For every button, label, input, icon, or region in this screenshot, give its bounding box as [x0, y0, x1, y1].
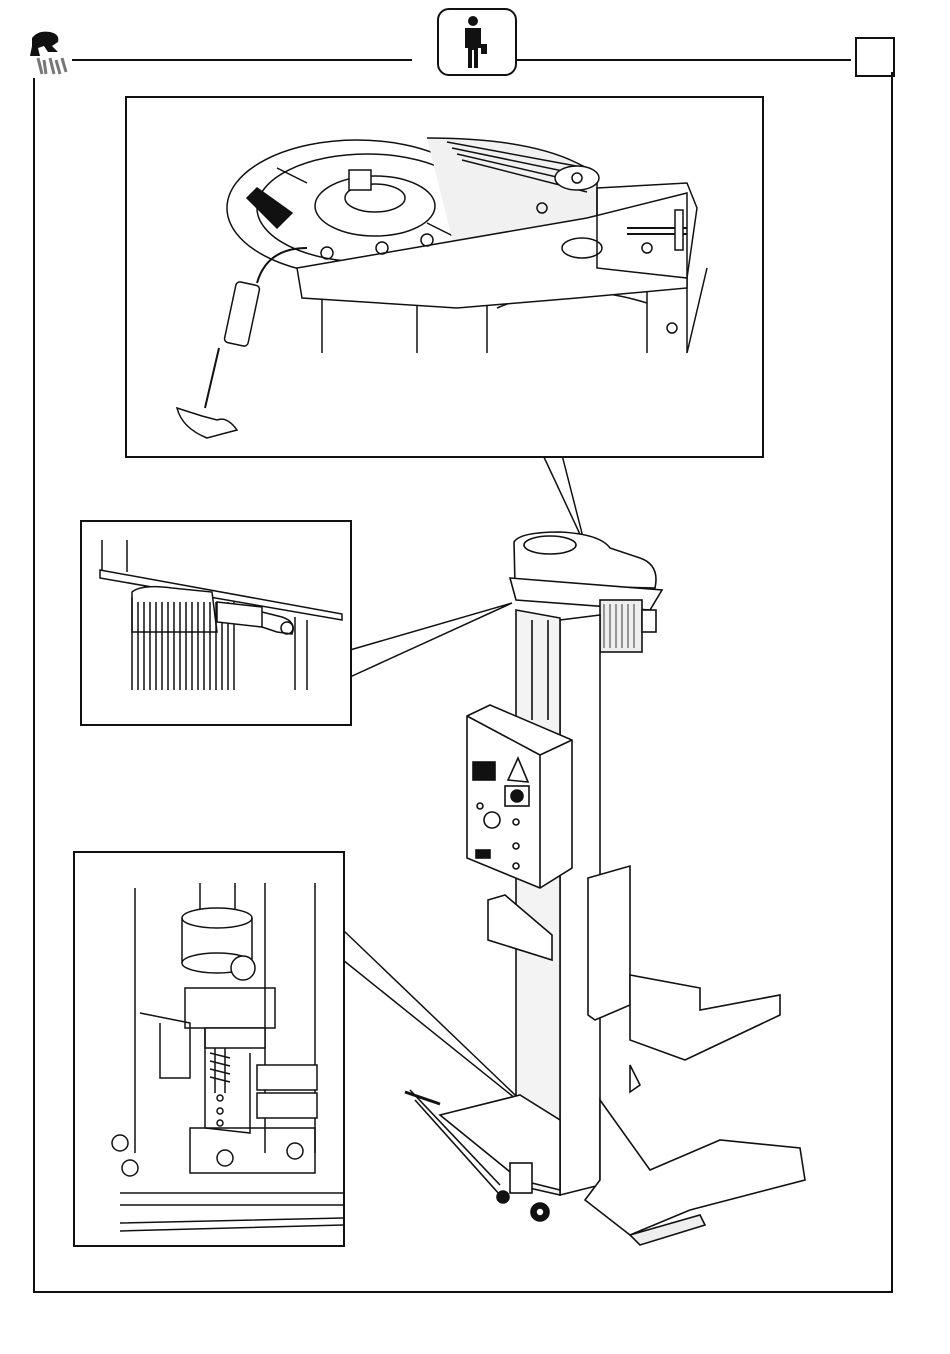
- callout-bottom-leader: [343, 930, 536, 1115]
- lift-column: [405, 532, 805, 1245]
- limit-switch-top-detail-icon: [82, 522, 350, 724]
- detail-figure-left: [80, 520, 352, 726]
- detail-figure-bottom: [73, 851, 345, 1247]
- detail-figure-top: [125, 96, 764, 458]
- limit-switch-carriage-detail-icon: [75, 853, 343, 1245]
- pulley-belt-tension-detail-icon: [127, 98, 762, 456]
- callout-left-leader: [350, 603, 512, 677]
